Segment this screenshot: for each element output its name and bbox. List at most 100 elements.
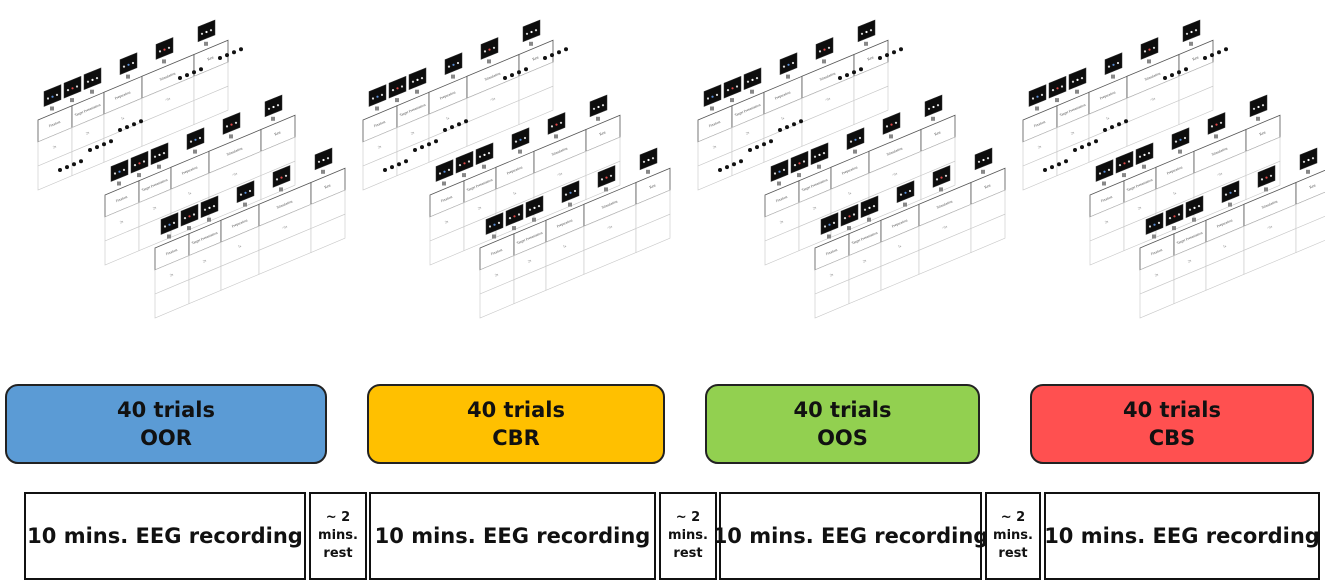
condition-trials: 40 trials — [1123, 398, 1221, 422]
sheet-cell — [853, 85, 889, 125]
sheet-duration-label: ~5s — [556, 171, 563, 177]
brace-oos — [702, 278, 964, 358]
monitor-stand — [193, 149, 197, 154]
sheet-duration-label: ~5s — [1216, 171, 1223, 177]
sheet-duration-label: ~5s — [1149, 96, 1156, 102]
monitor-stand — [207, 217, 211, 222]
monitor-screen — [1182, 19, 1201, 43]
sheet-cell — [635, 213, 671, 253]
stimulus-dot — [1147, 152, 1151, 155]
stimulus-dot — [1031, 97, 1035, 100]
brace-cbr — [357, 278, 647, 358]
sheet-duration-label: ~5s — [824, 96, 831, 102]
sheet-duration-label: ~5s — [891, 171, 898, 177]
sheet-duration-label: 2s — [494, 272, 499, 277]
stimulus-dot — [1143, 50, 1147, 53]
stimulus-dot — [1215, 123, 1218, 126]
stimulus-dot — [1269, 174, 1273, 177]
stimulus-dot — [726, 89, 730, 92]
sheet-cell-label: Preparation — [774, 90, 791, 100]
monitor-stand — [229, 134, 233, 139]
stimulus-dot — [194, 138, 197, 141]
stimulus-dot — [986, 157, 990, 160]
stimulus-dot — [183, 217, 187, 220]
stimulus-dot — [280, 176, 283, 179]
sheet-duration-label: 2s — [52, 144, 57, 149]
stimulus-dot — [534, 29, 538, 32]
stimulus-dot — [1261, 104, 1265, 107]
monitor-screen — [924, 94, 943, 118]
sheet-cell-label: Preparation — [506, 165, 523, 175]
stimulus-dot — [75, 85, 79, 88]
sheet-cell-label: Preparation — [181, 165, 198, 175]
stimulus-dot — [852, 213, 856, 216]
sheet-cell-label: Preparation — [439, 90, 456, 100]
stimulus-dot — [208, 206, 211, 209]
stimulus-dot — [205, 30, 208, 34]
sheet-duration-label: 2s — [119, 219, 124, 224]
monitor-stand — [568, 202, 572, 207]
sheet-cell-label: Fixation — [1033, 120, 1046, 128]
ellipsis-dots — [58, 47, 243, 172]
stimulus-dot — [447, 65, 451, 68]
monitor-stand — [162, 59, 166, 64]
stimulus-dot — [872, 205, 876, 208]
monitor-screen — [480, 37, 499, 60]
monitor-screen — [236, 180, 255, 203]
stimulus-dot — [127, 63, 130, 66]
sheet-cell-label: Fixation — [1150, 248, 1163, 256]
sheet-cell-label: Rest — [207, 55, 214, 61]
stimulus-dot — [113, 172, 117, 175]
stimulus-dot — [172, 221, 176, 224]
recording-block-4: 10 mins. EEG recording — [1044, 492, 1320, 580]
recording-label: 10 mins. EEG recording — [374, 524, 651, 548]
stimulus-dot — [284, 174, 288, 177]
monitor-stand — [243, 202, 247, 207]
monitor-screen — [770, 159, 789, 182]
monitor-screen — [790, 150, 809, 174]
rest-block-3: ~ 2 mins. rest — [985, 492, 1041, 580]
stimulus-dot — [86, 80, 90, 83]
stimulus-dot — [517, 213, 521, 216]
monitor-screen — [1171, 127, 1190, 150]
stimulus-dot — [153, 155, 157, 158]
stimulus-dot — [822, 152, 826, 155]
stimulus-dot — [711, 95, 714, 98]
monitor-stand — [415, 89, 419, 94]
monitor-stand — [889, 134, 893, 139]
monitor-screen — [388, 75, 407, 99]
sheet-duration-label: 2s — [444, 219, 449, 224]
stimulus-dot — [706, 97, 710, 100]
stimulus-dot — [1233, 189, 1237, 193]
sheet-duration-label: ~5s — [281, 224, 288, 230]
stimulus-dot — [1127, 160, 1131, 163]
stimulus-dot — [982, 158, 985, 162]
stimulus-dot — [391, 89, 395, 92]
brace-cbs — [1027, 278, 1317, 358]
stimulus-dot — [122, 168, 126, 171]
stimulus-dot — [813, 155, 817, 158]
stimulus-dot — [1229, 191, 1232, 194]
sheet-duration-label: 2s — [1070, 130, 1075, 135]
stimulus-dot — [1056, 87, 1059, 90]
monitor-screen — [475, 142, 494, 166]
monitor-stand — [187, 226, 191, 231]
sheet-cell-label: Rest — [532, 55, 539, 61]
monitor-screen — [505, 203, 524, 227]
monitor-stand — [786, 74, 790, 79]
monitor-stand — [981, 169, 985, 174]
stimulus-dot — [1076, 78, 1079, 81]
stimulus-dot — [326, 157, 330, 160]
stimulus-dot — [396, 87, 399, 90]
condition-box-oor: 40 trials OOR — [5, 384, 327, 464]
monitor-stand — [375, 106, 379, 111]
stimulus-dot — [1071, 80, 1075, 83]
monitor-screen — [561, 180, 580, 203]
stimulus-dot — [492, 46, 496, 49]
monitor-stand — [70, 98, 74, 103]
stimulus-dot — [858, 136, 862, 140]
sheet-cell-label: Stimulation — [1144, 71, 1161, 81]
sheet-cell — [1295, 215, 1325, 253]
stimulus-dot — [438, 172, 442, 175]
